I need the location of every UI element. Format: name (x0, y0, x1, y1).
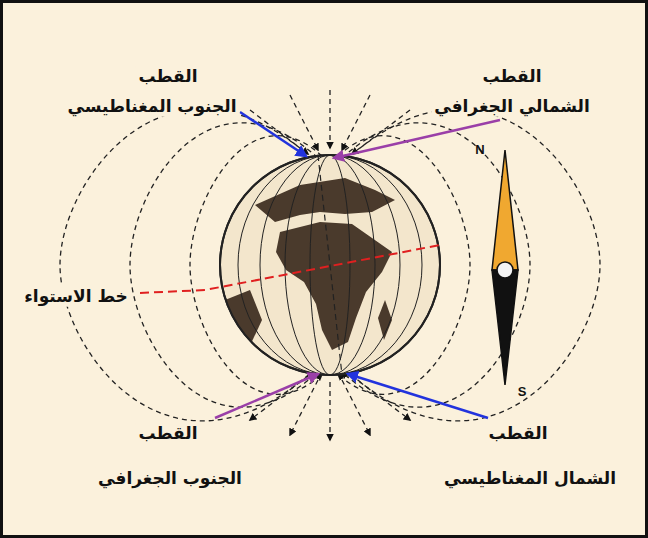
callout-label: الجنوب الجغرافي (95, 467, 245, 489)
callout-label: القطب (135, 65, 200, 87)
callout-label: خط الاستواء (21, 285, 131, 307)
callout-label: القطب (135, 422, 200, 444)
compass-letter: S (518, 384, 527, 400)
callout-label: القطب (485, 422, 550, 444)
callout-label: الشمال المغناطيسي (441, 467, 619, 489)
compass-letter: N (475, 142, 484, 158)
callout-label: الشمالي الجغرافي (431, 95, 593, 117)
callout-label: الجنوب المغناطيسي (64, 95, 239, 117)
callout-label: القطب (479, 65, 544, 87)
